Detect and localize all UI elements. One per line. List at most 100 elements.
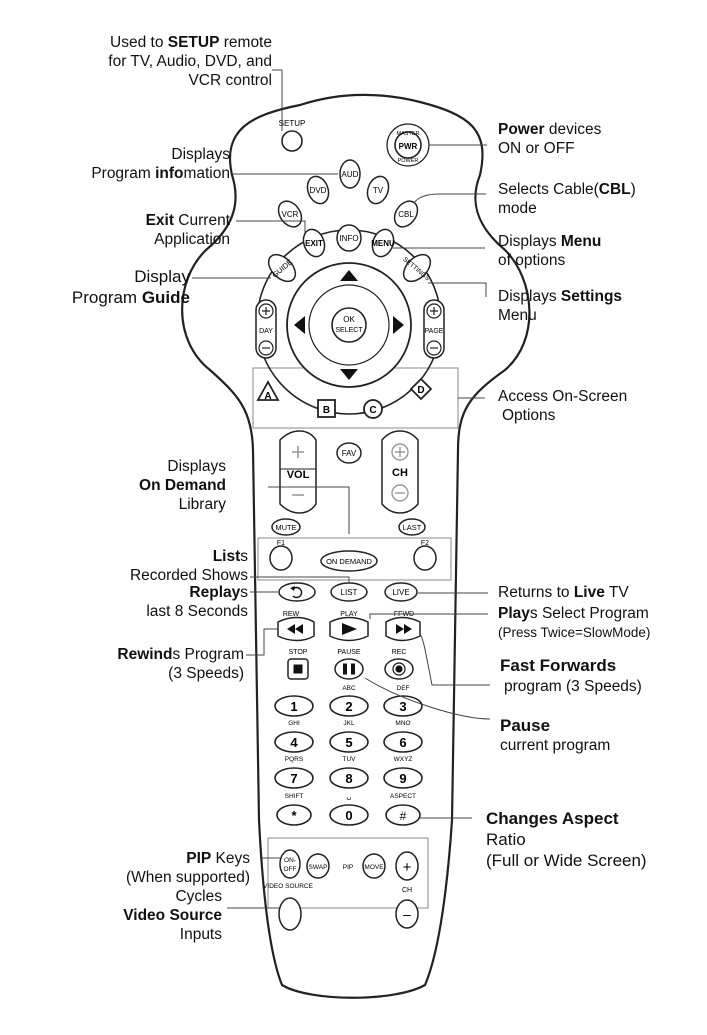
aud-button[interactable]	[339, 159, 361, 189]
f2-button[interactable]	[413, 545, 437, 571]
dpad-inner	[308, 284, 390, 366]
rewind-callout-line2: (3 Speeds)	[168, 665, 244, 682]
day-label: DAY	[259, 328, 273, 335]
videosource-button[interactable]	[278, 897, 302, 931]
pip-ch-plus-button[interactable]	[395, 851, 419, 881]
key-star[interactable]	[276, 804, 312, 826]
pause-callout-line2: current program	[500, 737, 611, 754]
ondemand-button[interactable]	[320, 550, 378, 572]
d-label: D	[417, 385, 424, 396]
key-7-label: 7	[290, 771, 297, 786]
guide-button[interactable]	[264, 250, 301, 287]
lists-callout-bold: List	[212, 548, 241, 565]
settings-callout-bold: Settings	[560, 288, 623, 305]
d-button[interactable]	[409, 377, 433, 401]
c-button[interactable]	[363, 399, 383, 419]
lists-callout-text: s	[240, 548, 248, 565]
live-callout-text: Returns to	[498, 584, 574, 601]
replay-callout-text: s	[240, 584, 248, 601]
move-label: MOVE	[364, 864, 384, 871]
mute-button[interactable]	[271, 518, 301, 536]
power-button[interactable]	[394, 131, 422, 159]
f2-label: F2	[421, 540, 429, 547]
fav-label: FAV	[342, 449, 357, 458]
power-label: POWER	[398, 158, 419, 164]
vol-rocker[interactable]	[279, 430, 317, 514]
key-5[interactable]	[329, 731, 369, 753]
ondemand-callout-line1: Displays	[167, 458, 226, 475]
stop-label: STOP	[289, 649, 308, 656]
pip-label: PIP	[343, 864, 353, 871]
move-button[interactable]	[362, 853, 386, 879]
key-1[interactable]	[274, 695, 314, 717]
f1-button[interactable]	[269, 545, 293, 571]
cbl-callout-bold: CBL	[598, 181, 631, 198]
f1-label: F1	[277, 540, 285, 547]
b-button[interactable]	[317, 399, 336, 418]
key-9[interactable]	[383, 767, 423, 789]
exit-button[interactable]	[300, 226, 328, 259]
play-callout-text: s Select Program	[529, 605, 649, 622]
pip-plus-label: +	[403, 859, 412, 876]
last-button[interactable]	[398, 518, 426, 536]
swap-label: SWAP	[309, 864, 328, 871]
setup-callout-bold: SETUP	[167, 34, 220, 51]
ondemand-callout: Displays On Demand Library	[60, 457, 226, 514]
key-4[interactable]	[274, 731, 314, 753]
pause-callout-bold: Pause	[500, 716, 551, 735]
replay-button[interactable]	[278, 582, 316, 602]
cbl-callout-line2: mode	[498, 200, 537, 217]
tv-button[interactable]	[364, 173, 392, 206]
key-hash[interactable]	[385, 804, 421, 826]
pip-minus-label: –	[403, 906, 411, 922]
key-7[interactable]	[274, 767, 314, 789]
a-button[interactable]	[256, 380, 280, 401]
videosource-label: VIDEO SOURCE	[263, 883, 314, 890]
setup-callout-line3: VCR control	[188, 72, 272, 89]
setup-button[interactable]	[281, 130, 303, 152]
down-arrow-icon[interactable]	[340, 369, 358, 380]
lists-callout-line2: Recorded Shows	[129, 567, 248, 584]
live-button[interactable]	[384, 582, 418, 602]
key-0-label: 0	[345, 808, 352, 823]
onscreen-callout-line1: Access On-Screen	[498, 388, 628, 405]
list-button[interactable]	[330, 582, 368, 602]
mute-last-section	[257, 537, 452, 581]
ghi-label: GHI	[288, 720, 300, 727]
key-8[interactable]	[329, 767, 369, 789]
vcr-button[interactable]	[274, 197, 306, 231]
swap-button[interactable]	[306, 853, 330, 879]
pip-ch-minus-button[interactable]	[395, 899, 419, 929]
key-0[interactable]	[329, 804, 369, 826]
aspect-callout-bold: Changes Aspect	[486, 809, 619, 828]
pause-button[interactable]	[334, 658, 364, 680]
list-label: LIST	[341, 588, 358, 597]
right-arrow-icon[interactable]	[393, 316, 404, 334]
key-hash-label: #	[400, 809, 407, 823]
menu-callout-line2: of options	[498, 252, 566, 269]
dvd-label: DVD	[310, 186, 327, 195]
dvd-button[interactable]	[304, 173, 332, 206]
up-arrow-icon[interactable]	[340, 270, 358, 281]
select-label: SELECT	[335, 327, 363, 334]
pip-callout-line2: (When supported)	[125, 869, 250, 886]
ch-rocker[interactable]	[381, 430, 419, 514]
info-button[interactable]	[336, 224, 362, 252]
ok-select-button[interactable]	[331, 307, 367, 343]
pwr-label: PWR	[399, 142, 418, 151]
menu-label: MENU	[371, 239, 395, 248]
guide-callout-text: Program	[71, 288, 142, 307]
menu-button[interactable]	[369, 226, 397, 259]
fav-button[interactable]	[336, 442, 362, 464]
videosource-callout-line3: Inputs	[179, 926, 222, 943]
rewind-callout-bold: Rewind	[117, 646, 173, 663]
guide-callout: Display Program Guide	[30, 266, 190, 308]
pip-onoff-button[interactable]	[279, 849, 301, 879]
key-star-label: *	[291, 808, 297, 823]
key-6[interactable]	[383, 731, 423, 753]
key-2[interactable]	[329, 695, 369, 717]
key-8-label: 8	[345, 771, 352, 786]
left-arrow-icon[interactable]	[294, 316, 305, 334]
settings-button[interactable]	[399, 250, 436, 287]
ffwd-callout: Fast Forwards program (3 Speeds)	[500, 655, 642, 697]
